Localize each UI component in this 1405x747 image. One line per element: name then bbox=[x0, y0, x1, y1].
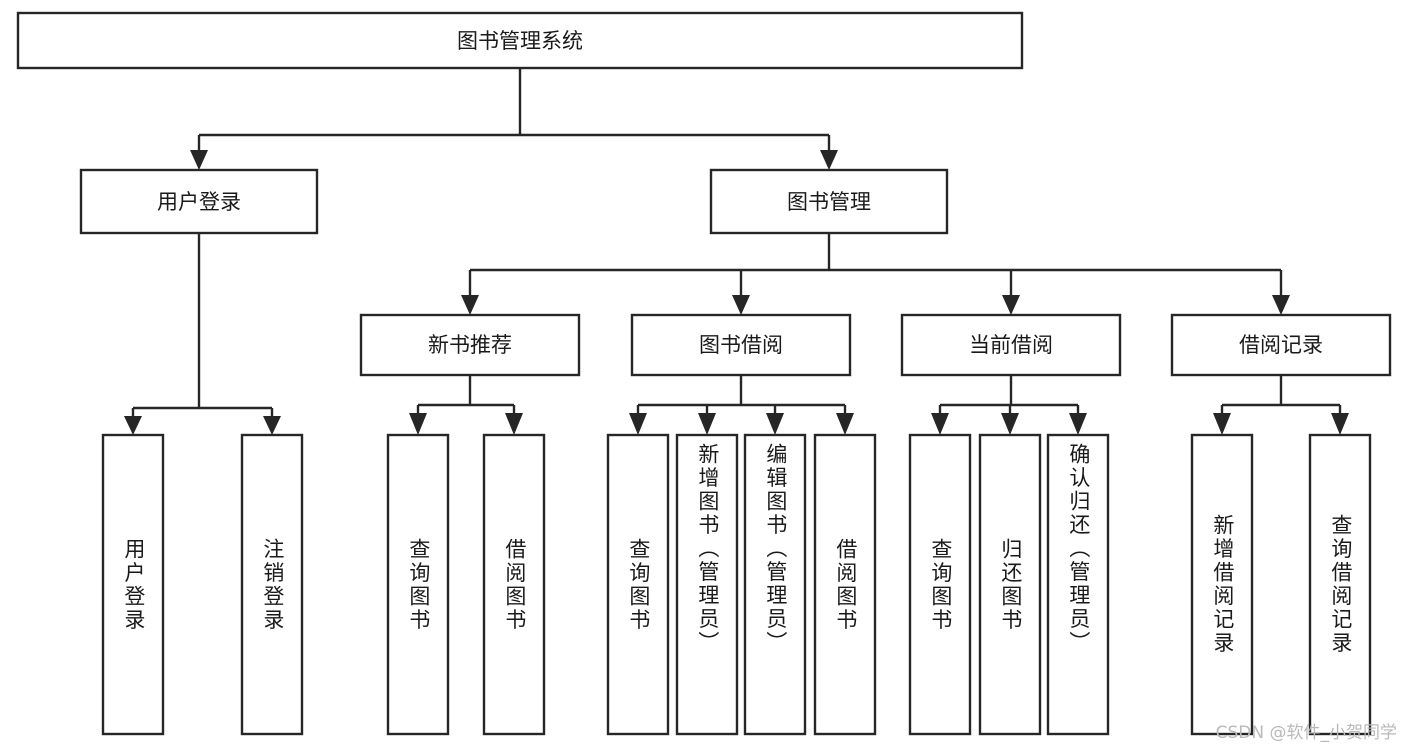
node-current-borrow-label: 当前借阅 bbox=[969, 333, 1053, 357]
node-book-manage-label: 图书管理 bbox=[787, 190, 871, 214]
node-root-label: 图书管理系统 bbox=[457, 29, 583, 53]
arrow-head-leaf-query-book-1 bbox=[409, 413, 427, 435]
node-borrow-record-label: 借阅记录 bbox=[1239, 333, 1323, 357]
arrow-head-leaf-borrow-book-2 bbox=[836, 413, 854, 435]
node-leaf-logout-box[interactable] bbox=[240, 433, 304, 736]
arrow-head-new-book-recommend bbox=[461, 295, 479, 315]
arrow-head-leaf-query-book-2 bbox=[629, 413, 647, 435]
node-leaf-edit-book-box[interactable] bbox=[743, 433, 807, 736]
node-user-login-label: 用户登录 bbox=[157, 190, 241, 214]
node-root-box[interactable] bbox=[16, 11, 1024, 70]
arrow-head-leaf-confirm-return bbox=[1069, 413, 1087, 435]
arrow-head-leaf-query-record bbox=[1331, 413, 1349, 435]
arrow-head-book-manage bbox=[820, 150, 838, 170]
arrow-head-book-borrow bbox=[732, 295, 750, 315]
node-current-borrow-box[interactable] bbox=[900, 313, 1122, 377]
arrow-head-user-login bbox=[190, 150, 208, 170]
node-leaf-add-record-box[interactable] bbox=[1190, 433, 1254, 736]
node-leaf-query-book-2-box[interactable] bbox=[606, 433, 670, 736]
connector-layer bbox=[124, 68, 1349, 435]
node-new-book-recommend-box[interactable] bbox=[359, 313, 581, 377]
node-leaf-add-book-box[interactable] bbox=[675, 433, 739, 736]
arrow-head-current-borrow bbox=[1002, 295, 1020, 315]
node-leaf-borrow-book-2-box[interactable] bbox=[813, 433, 877, 736]
arrow-head-leaf-logout bbox=[263, 416, 281, 435]
node-leaf-confirm-return-box[interactable] bbox=[1046, 433, 1110, 736]
node-leaf-query-book-3-box[interactable] bbox=[908, 433, 972, 736]
node-leaf-user-login-box[interactable] bbox=[101, 433, 165, 736]
node-leaf-return-book-box[interactable] bbox=[978, 433, 1042, 736]
node-leaf-borrow-book-1-box[interactable] bbox=[482, 433, 546, 736]
arrow-head-leaf-borrow-book-1 bbox=[505, 413, 523, 435]
node-layer: 图书管理系统 用户登录 图书管理 新书推荐 图书借阅 当前借阅 借阅记录 bbox=[16, 11, 1392, 736]
arrow-head-borrow-record bbox=[1272, 295, 1290, 315]
node-leaf-query-record-box[interactable] bbox=[1308, 433, 1372, 736]
arrow-head-leaf-return-book bbox=[1001, 413, 1019, 435]
arrow-head-leaf-add-book bbox=[698, 413, 716, 435]
arrow-head-leaf-edit-book bbox=[766, 413, 784, 435]
arrow-head-leaf-add-record bbox=[1213, 413, 1231, 435]
node-leaf-query-book-1-box[interactable] bbox=[386, 433, 450, 736]
arrow-head-leaf-query-book-3 bbox=[931, 413, 949, 435]
node-book-manage-box[interactable] bbox=[709, 168, 949, 235]
arrow-head-leaf-user-login bbox=[124, 416, 142, 435]
node-user-login-box[interactable] bbox=[79, 168, 319, 235]
node-book-borrow-box[interactable] bbox=[630, 313, 852, 377]
node-book-borrow-label: 图书借阅 bbox=[699, 333, 783, 357]
node-new-book-recommend-label: 新书推荐 bbox=[428, 333, 512, 357]
node-borrow-record-box[interactable] bbox=[1170, 313, 1392, 377]
watermark-label: CSDN @软件_小贺同学 bbox=[1215, 723, 1397, 743]
